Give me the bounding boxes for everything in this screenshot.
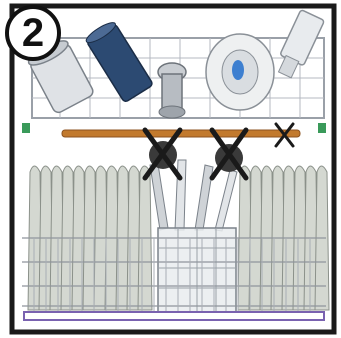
step-number-badge: 2 bbox=[5, 5, 61, 61]
cutlery-basket bbox=[158, 228, 236, 312]
bowl bbox=[206, 34, 274, 110]
step-number: 2 bbox=[22, 13, 44, 53]
left-rack-clip bbox=[22, 123, 30, 133]
spray-nozzle bbox=[158, 63, 186, 118]
right-rack-clip bbox=[318, 123, 326, 133]
